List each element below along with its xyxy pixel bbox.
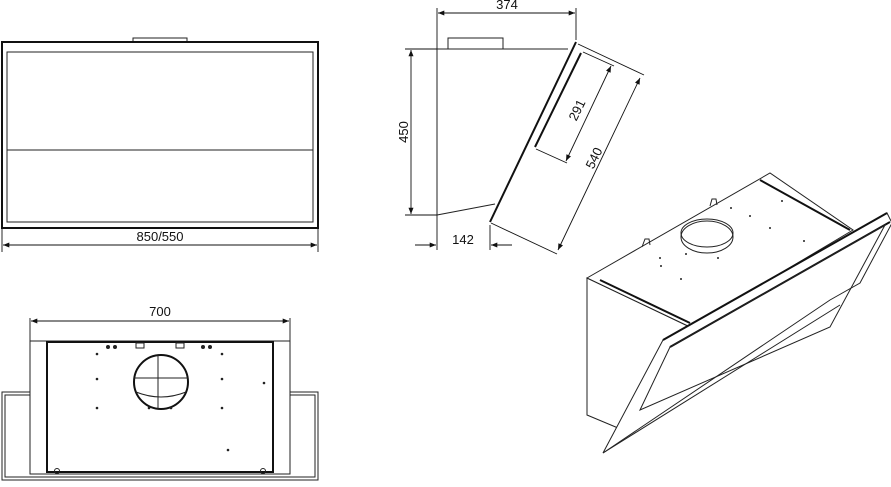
glass-panel: [6, 51, 314, 223]
panel-length-label: 540: [582, 145, 605, 171]
glass-panel-side: [489, 41, 577, 223]
front-view: 850/550: [1, 37, 319, 252]
side-vent: [447, 37, 504, 50]
height-label: 450: [396, 121, 411, 143]
body-outline: [29, 340, 291, 475]
handle-length-label: 291: [565, 97, 588, 123]
side-body: [436, 48, 568, 216]
isometric-view: [585, 172, 891, 454]
bottom-width-label: 700: [149, 304, 171, 319]
iso-duct-outlet: [680, 220, 734, 254]
bottom-view: 700: [1, 304, 319, 481]
duct-outlet: [133, 354, 189, 410]
width-dimension-label: 850/550: [137, 229, 184, 244]
bottom-panel: [46, 341, 274, 473]
bottom-depth-label: 142: [452, 232, 474, 247]
hood-outline: [1, 41, 319, 229]
side-view: 374 450 142 540 291: [396, 0, 645, 255]
depth-label: 374: [496, 0, 518, 12]
